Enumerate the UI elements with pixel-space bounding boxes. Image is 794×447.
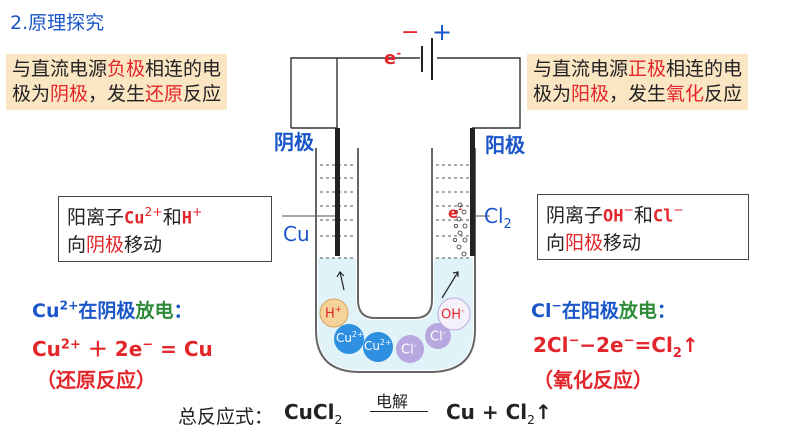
cl-ion-label-1: Cl- [401, 340, 417, 358]
cation-line1: 阳离子Cu2+和H+ [67, 205, 203, 229]
cation-line2: 向阴极移动 [67, 234, 163, 257]
h-ion-ball [319, 298, 349, 328]
cu-ion-ball-1 [334, 324, 364, 354]
electrolysis-condition: 电解 [376, 392, 409, 411]
anion-line2: 向阳极移动 [546, 232, 642, 255]
oh-ion-label: OH- [441, 305, 465, 323]
gas-bubbles [452, 202, 468, 257]
anode-electron-label: e- [448, 204, 463, 222]
cathode-discharge-heading: Cu2+在阴极放电： [32, 298, 193, 322]
anode-label: 阳极 [485, 133, 525, 157]
anode-reaction-type: （氧化反应） [533, 368, 653, 392]
battery-minus-sign: − [401, 20, 420, 45]
cathode-def-line1: 与直流电源负极相连的电 [12, 58, 222, 80]
u-tube [315, 148, 476, 373]
cl-ion-label-2: Cl- [430, 327, 446, 345]
circuit-wire [290, 57, 521, 129]
cathode-definition-box: 与直流电源负极相连的电 极为阴极，发生还原反应 [6, 54, 228, 110]
anode-electrode [470, 128, 475, 256]
cathode-reaction-type: （还原反应） [36, 368, 156, 392]
cathode-electrode [335, 128, 340, 256]
battery-electron-label: e- [384, 46, 402, 69]
cathode-label: 阴极 [274, 130, 314, 154]
anode-discharge-heading: Cl−在阳极放电： [531, 298, 676, 322]
section-title: 2.原理探究 [10, 12, 105, 34]
cl2-product-label: Cl2 [484, 204, 512, 232]
cu-product-label: Cu [283, 222, 310, 246]
oh-ion-ball [437, 297, 471, 331]
cl-ion-ball-1 [396, 335, 424, 363]
u-tube-inner [357, 148, 433, 319]
total-reaction-label: 总反应式： [178, 406, 274, 428]
ion-arrows [336, 271, 459, 299]
total-products: Cu + Cl2↑ [446, 400, 552, 427]
reaction-arrow-line [370, 411, 428, 412]
anode-def-line1: 与直流电源正极相连的电 [533, 58, 743, 80]
anion-line1: 阴离子OH−和Cl− [546, 203, 684, 227]
h-ion-label: H+ [325, 304, 342, 322]
cu-ion-label-2: Cu2+ [364, 338, 392, 353]
cu-ion-label-1: Cu2+ [336, 330, 364, 345]
anode-def-line2: 极为阳极，发生氧化反应 [533, 83, 743, 105]
battery-plus-sign: + [432, 18, 453, 46]
anion-migration-box: 阴离子OH−和Cl− 向阳极移动 [537, 194, 749, 261]
cathode-def-line2: 极为阴极，发生还原反应 [12, 83, 222, 105]
cu-ion-ball-2 [363, 332, 393, 362]
cathode-equation: Cu2+ ＋ 2e− = Cu [32, 337, 213, 361]
cl-ion-ball-2 [425, 323, 451, 349]
cation-migration-box: 阳离子Cu2+和H+ 向阴极移动 [58, 196, 272, 263]
anode-equation: 2Cl−−2e−=Cl2↑ [533, 333, 699, 361]
total-reactant: CuCl2 [284, 400, 343, 427]
anode-definition-box: 与直流电源正极相连的电 极为阳极，发生氧化反应 [527, 54, 749, 110]
